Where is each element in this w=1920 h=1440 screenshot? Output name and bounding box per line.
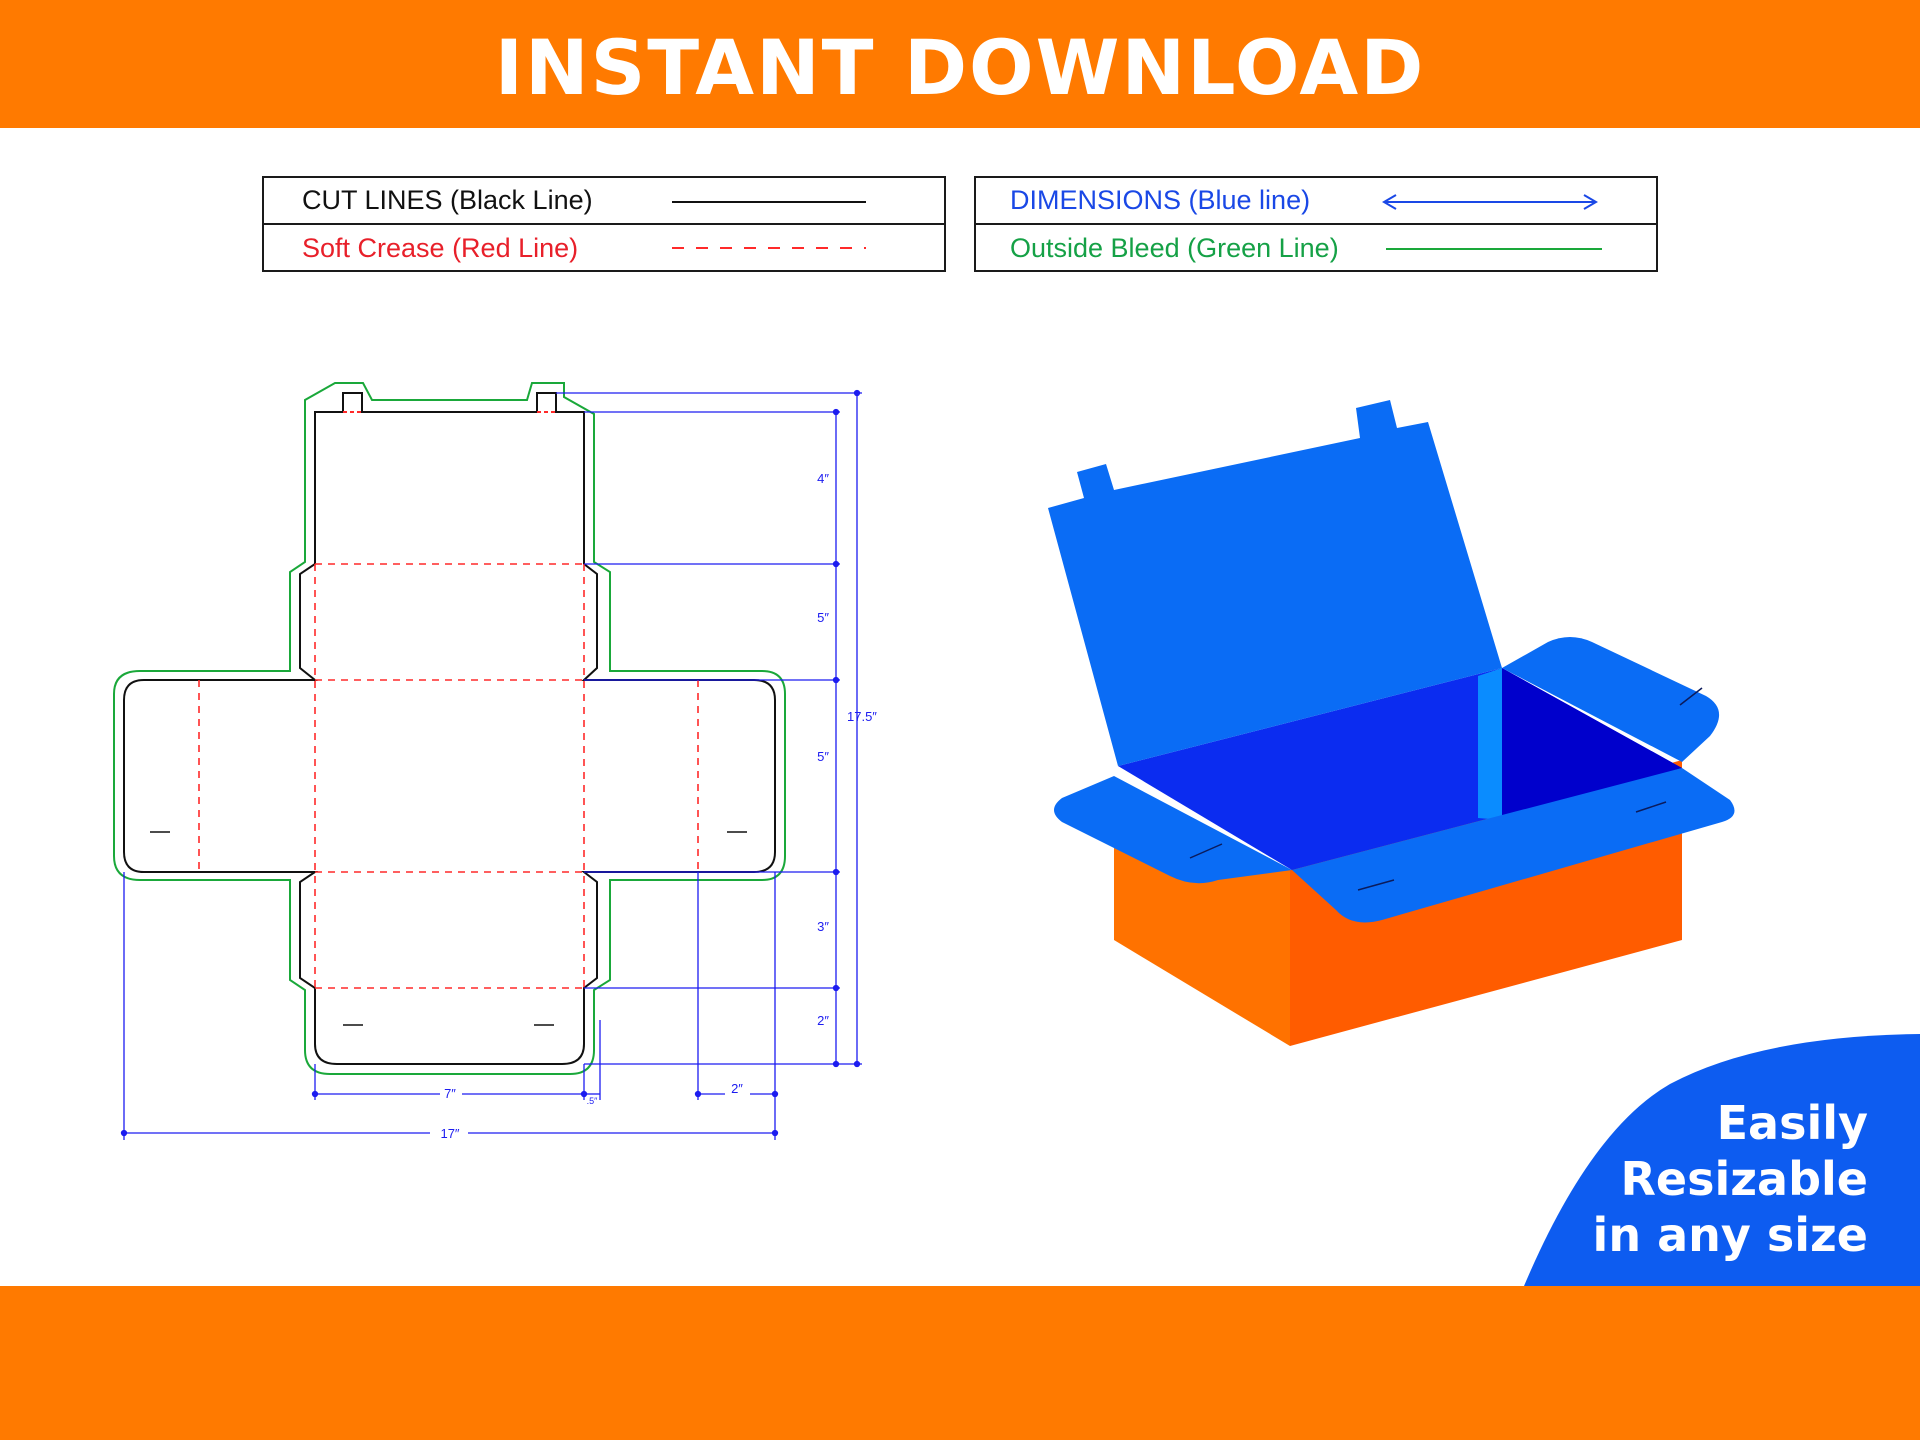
top-banner: INSTANT DOWNLOAD	[0, 0, 1920, 128]
dim-label-5in-a: 5″	[817, 610, 829, 625]
legend-sample-cut-line	[672, 201, 866, 203]
legend-label-soft-crease: Soft Crease (Red Line)	[302, 233, 579, 263]
dim-label-4in: 4″	[817, 471, 829, 486]
legend-row-soft-crease: Soft Crease (Red Line)	[264, 225, 944, 272]
box-inner-wall	[1502, 668, 1682, 820]
dim-label-17in: 17″	[440, 1126, 459, 1141]
dim-label-2in-h: 2″	[731, 1081, 743, 1096]
legend-row-outside-bleed: Outside Bleed (Green Line)	[976, 225, 1656, 272]
bottom-banner	[0, 1286, 1920, 1440]
legend-row-dimensions: DIMENSIONS (Blue line)	[976, 178, 1656, 225]
box-slot-marks	[1189, 687, 1703, 891]
dim-label-half-in: .5″	[587, 1096, 599, 1106]
legend-box-right: DIMENSIONS (Blue line) Outside Bleed (Gr…	[974, 176, 1658, 272]
cut-outline	[123, 392, 776, 1065]
legend-label-outside-bleed: Outside Bleed (Green Line)	[1010, 233, 1339, 263]
dim-label-3in: 3″	[817, 919, 829, 934]
resizable-badge-shape	[1524, 1034, 1920, 1286]
box-right-flap	[1502, 637, 1720, 762]
dimension-lines-horizontal	[120, 872, 779, 1140]
badge-line-3: in any size	[1592, 1208, 1868, 1262]
crease-lines	[198, 563, 699, 989]
legend-row-cut-lines: CUT LINES (Black Line)	[264, 178, 944, 225]
box-inner-side	[1478, 668, 1502, 820]
dim-label-2in-v: 2″	[817, 1013, 829, 1028]
resizable-badge-text: Easily Resizable in any size	[1568, 1095, 1868, 1263]
dieline-drawing: 4″ 5″ 5″ 3″ 2″ 17.5″ 7″ .5″ 2″ 17″	[113, 382, 877, 1141]
box-lid	[1048, 400, 1502, 766]
dimension-lines-vertical	[556, 389, 862, 1068]
bleed-outline	[113, 382, 786, 1075]
banner-title: INSTANT DOWNLOAD	[494, 22, 1426, 112]
badge-line-1: Easily	[1716, 1096, 1868, 1150]
badge-line-2: Resizable	[1620, 1152, 1868, 1206]
legend-label-dimensions: DIMENSIONS (Blue line)	[1010, 185, 1311, 215]
dim-label-total-height: 17.5″	[847, 709, 877, 724]
box-front-left-face	[1114, 840, 1290, 1046]
legend-sample-bleed-line	[1386, 248, 1602, 250]
legend-sample-dimension-arrow	[1382, 194, 1598, 210]
legend-sample-crease-line	[672, 247, 866, 249]
box-3d-render	[1048, 400, 1735, 1046]
dim-label-5in-b: 5″	[817, 749, 829, 764]
box-front-flap	[1292, 768, 1735, 923]
legend-box-left: CUT LINES (Black Line) Soft Crease (Red …	[262, 176, 946, 272]
slot-marks	[150, 831, 747, 1026]
legend-label-cut-lines: CUT LINES (Black Line)	[302, 185, 593, 215]
dim-label-7in: 7″	[444, 1086, 456, 1101]
box-left-flap	[1054, 776, 1292, 884]
